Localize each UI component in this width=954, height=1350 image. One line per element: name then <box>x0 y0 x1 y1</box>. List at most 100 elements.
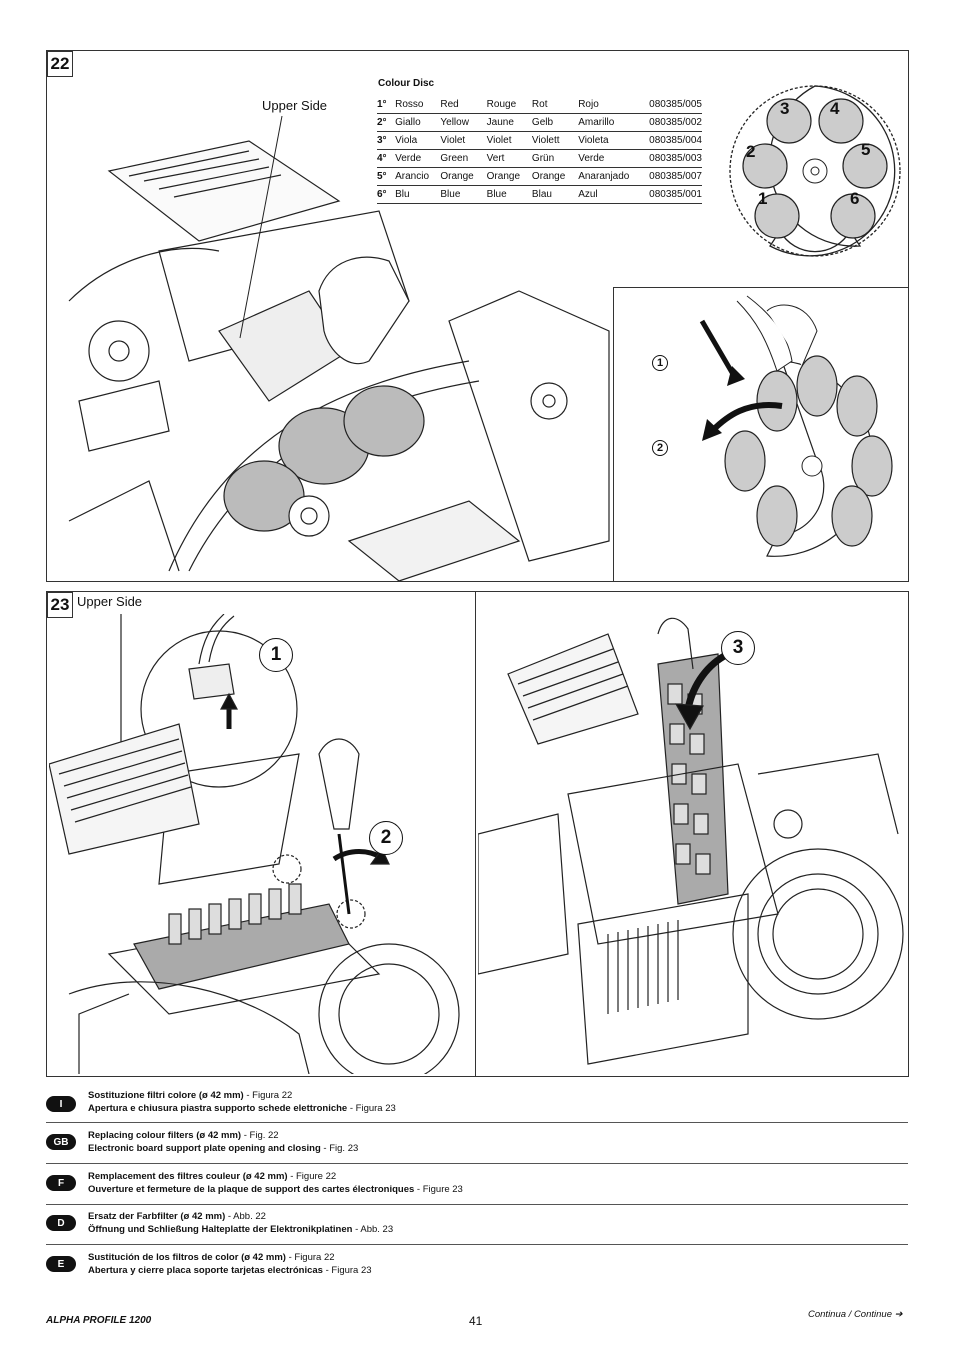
fig22-step-2: 2 <box>652 440 668 456</box>
colour-disc-colour-name: Gelb <box>531 113 579 132</box>
caption-i-line2-title: Apertura e chiusura piastra supporto sch… <box>88 1103 348 1114</box>
caption-row-d: D Ersatz der Farbfilter (ø 42 mm) - Abb.… <box>46 1210 908 1245</box>
footer-continue-label: Continua / Continue ➔ <box>808 1309 903 1320</box>
colour-disc-colour-name: Anaranjado <box>578 167 642 186</box>
figure-23-number: 23 <box>47 592 73 618</box>
colour-disc-colour-name: Violet <box>440 131 487 150</box>
colour-disc-colour-name: Blu <box>395 185 441 204</box>
colour-disc-colour-name: Verde <box>395 149 441 168</box>
caption-e-line1-ref: - Figura 22 <box>285 1252 335 1263</box>
colour-disc-colour-name: Violet <box>486 131 532 150</box>
caption-i-line2-ref: - Figura 23 <box>347 1103 396 1114</box>
colour-disc-colour-name: Orange <box>531 167 579 186</box>
caption-text-gb: Replacing colour filters (ø 42 mm) - Fig… <box>88 1129 358 1155</box>
fig22-step-1: 1 <box>652 355 668 371</box>
disc-position-3: 3 <box>780 99 790 118</box>
figure-22-panel: 22 Upper Side Colour Disc 1° <box>46 50 909 582</box>
fig23-right-illustration <box>478 617 904 1065</box>
caption-f-line2-ref: - Figure 23 <box>414 1184 463 1195</box>
disc-position-1: 1 <box>758 189 768 208</box>
fig23-step-1: 1 <box>259 638 293 672</box>
colour-disc-code: 080385/005 <box>641 96 702 114</box>
colour-disc-code: 080385/004 <box>641 131 702 150</box>
caption-i-line1-title: Sostituzione filtri colore (ø 42 mm) <box>88 1090 244 1101</box>
caption-text-d: Ersatz der Farbfilter (ø 42 mm) - Abb. 2… <box>88 1210 393 1236</box>
colour-disc-position: 4° <box>377 149 396 168</box>
fig22-upper-side-leader <box>239 116 283 339</box>
figure-23-panel: 23 Upper Side <box>46 591 476 1077</box>
colour-disc-position: 3° <box>377 131 396 150</box>
caption-gb-line1-title: Replacing colour filters (ø 42 mm) <box>88 1130 242 1141</box>
disc-position-4: 4 <box>830 99 840 118</box>
caption-e-line2-title: Abertura y cierre placa soporte tarjetas… <box>88 1265 323 1276</box>
caption-gb-line2-ref: - Fig. 23 <box>320 1143 359 1154</box>
colour-disc-code: 080385/007 <box>641 167 702 186</box>
colour-disc-position: 1° <box>377 96 396 114</box>
disc-position-6: 6 <box>850 189 860 208</box>
caption-d-line1-ref: - Abb. 22 <box>225 1211 266 1222</box>
colour-disc-colour-name: Giallo <box>395 113 441 132</box>
footer-page-number: 41 <box>469 1314 483 1328</box>
language-badge-e: E <box>46 1256 76 1272</box>
colour-disc-colour-name: Amarillo <box>578 113 642 132</box>
colour-disc-colour-name: Yellow <box>440 113 487 132</box>
caption-row-gb: GB Replacing colour filters (ø 42 mm) - … <box>46 1129 908 1164</box>
caption-text-e: Sustitución de los filtros de color (ø 4… <box>88 1251 372 1277</box>
fig23-upper-side-label: Upper Side <box>77 594 143 609</box>
caption-text-i: Sostituzione filtri colore (ø 42 mm) - F… <box>88 1089 396 1115</box>
colour-disc-colour-name: Green <box>440 149 487 168</box>
caption-gb-line2-title: Electronic board support plate opening a… <box>88 1143 321 1154</box>
colour-disc-colour-name: Vert <box>486 149 532 168</box>
colour-disc-colour-name: Rot <box>531 96 579 114</box>
fig22-machine-illustration <box>68 140 610 581</box>
caption-e-line1-title: Sustitución de los filtros de color (ø 4… <box>88 1252 286 1263</box>
caption-f-line2-title: Ouverture et fermeture de la plaque de s… <box>88 1184 415 1195</box>
colour-disc-diagram <box>729 85 901 257</box>
colour-disc-colour-name: Azul <box>578 185 642 204</box>
caption-text-f: Remplacement des filtres couleur (ø 42 m… <box>88 1170 463 1196</box>
caption-i-line1-ref: - Figura 22 <box>243 1090 293 1101</box>
figure-22-number: 22 <box>47 51 73 77</box>
language-badge-f: F <box>46 1175 76 1191</box>
footer-model-name: ALPHA PROFILE 1200 <box>46 1315 152 1326</box>
fig23-step-3: 3 <box>721 631 755 665</box>
caption-row-f: F Remplacement des filtres couleur (ø 42… <box>46 1170 908 1205</box>
colour-disc-colour-name: Grün <box>531 149 579 168</box>
colour-disc-colour-name: Violett <box>531 131 579 150</box>
figure-23-right-panel: 3 <box>475 591 909 1077</box>
colour-disc-colour-name: Arancio <box>395 167 441 186</box>
colour-disc-colour-name: Jaune <box>486 113 532 132</box>
caption-f-line1-title: Remplacement des filtres couleur (ø 42 m… <box>88 1171 288 1182</box>
colour-disc-position: 6° <box>377 185 396 204</box>
colour-disc-colour-name: Blau <box>531 185 579 204</box>
colour-disc-position: 2° <box>377 113 396 132</box>
colour-disc-colour-name: Orange <box>486 167 532 186</box>
colour-disc-colour-name: Rouge <box>486 96 532 114</box>
colour-disc-code: 080385/002 <box>641 113 702 132</box>
caption-f-line1-ref: - Figure 22 <box>287 1171 337 1182</box>
colour-disc-colour-name: Blue <box>486 185 532 204</box>
colour-disc-title: Colour Disc <box>378 78 435 89</box>
colour-disc-colour-name: Orange <box>440 167 487 186</box>
fig23-left-illustration <box>49 614 460 1074</box>
language-badge-gb: GB <box>46 1134 76 1150</box>
language-badge-i: I <box>46 1096 76 1112</box>
caption-row-i: I Sostituzione filtri colore (ø 42 mm) -… <box>46 1088 908 1123</box>
colour-disc-colour-name: Violeta <box>578 131 642 150</box>
caption-d-line1-title: Ersatz der Farbfilter (ø 42 mm) <box>88 1211 226 1222</box>
disc-position-2: 2 <box>746 142 756 161</box>
colour-disc-code: 080385/001 <box>641 185 702 204</box>
caption-gb-line1-ref: - Fig. 22 <box>241 1130 279 1141</box>
colour-disc-colour-name: Viola <box>395 131 441 150</box>
fig23-step-2: 2 <box>369 821 403 855</box>
colour-disc-colour-name: Rosso <box>395 96 441 114</box>
colour-disc-code: 080385/003 <box>641 149 702 168</box>
colour-disc-position: 5° <box>377 167 396 186</box>
